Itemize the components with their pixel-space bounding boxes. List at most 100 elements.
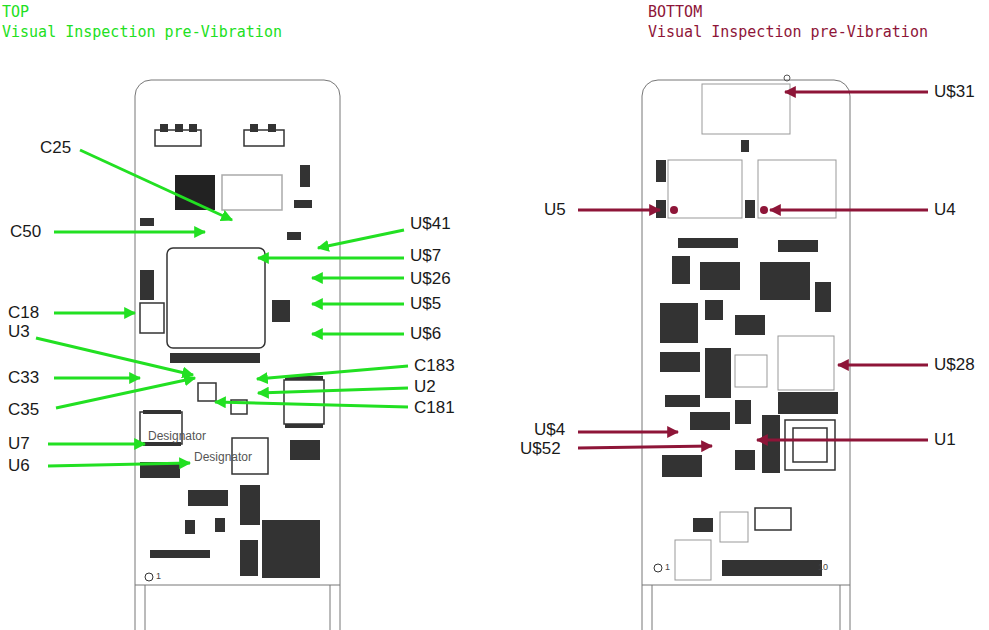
callout-label: U$4 [534,421,565,440]
heading: BOTTOM [648,4,702,21]
callout-label: U1 [934,431,956,450]
component [778,336,834,390]
leader-line [312,303,404,306]
leader-line [48,443,145,446]
pad [741,140,749,152]
callout-label: C25 [40,139,71,158]
leader-line [578,209,660,212]
board-outline [135,80,340,630]
pad [188,490,228,506]
board-edge [135,585,340,630]
marker-dot [670,206,678,214]
pad [762,415,780,473]
callout-label: U$5 [410,295,441,314]
pad [189,124,197,132]
pad [268,124,276,132]
pad [662,455,702,477]
component [140,303,164,333]
component [222,175,282,210]
pin-number: 1 [156,572,161,582]
pad [700,262,740,290]
pad [705,300,723,320]
callout-label: U$7 [410,247,441,266]
inductor [793,428,827,462]
pad [660,352,700,372]
pad [250,124,258,132]
pad [215,518,225,532]
callout-label: C33 [8,369,39,388]
inductor [785,420,835,470]
pad [240,485,260,525]
leader-line [578,446,712,448]
leader-line [770,209,928,212]
callout-label: U4 [934,201,956,220]
designator-text: Designator [194,451,252,464]
leader-line [54,312,135,315]
callout-label: C181 [414,399,455,418]
pad [170,353,260,363]
pad [735,450,755,470]
leader-line [785,91,928,94]
pad [745,200,755,218]
leader-line [80,150,232,220]
heading: TOP [2,4,29,21]
pad [160,124,168,132]
callout-label: U2 [414,378,436,397]
pad [287,232,301,240]
pad [690,412,730,430]
pad [760,262,810,300]
connector [755,508,791,530]
callout-label: U$26 [410,270,451,289]
callout-label: U7 [8,435,30,454]
component [720,512,748,542]
pad [140,270,154,300]
leader-line [578,431,678,434]
leader-line [54,231,205,234]
component [198,383,216,401]
ic-package [167,248,265,348]
ic-package [175,175,215,210]
pad [665,395,700,407]
component [702,84,790,134]
leader-line [318,230,404,248]
pad [185,520,195,534]
pad [678,238,738,248]
callout-label: C35 [8,401,39,420]
board-edge [642,585,850,630]
callout-label: C50 [10,223,41,242]
component [155,130,201,146]
callout-label: C18 [8,304,39,323]
pad [140,218,154,226]
callout-label: U$41 [410,215,451,234]
pad [285,424,323,428]
pad [150,550,210,558]
mount-hole [784,75,790,81]
leader-line [838,364,928,367]
pad [815,282,831,312]
leader-line [757,439,928,442]
leader-line [312,277,404,280]
marker-dot [760,206,768,214]
pad [778,240,818,252]
pad [272,300,290,322]
pad [672,256,690,284]
pin-number: 1 [665,563,670,573]
leader-line [54,377,140,380]
callout-label: U5 [544,201,566,220]
leader-line [36,338,193,375]
component [735,355,767,387]
callout-label: U$6 [410,325,441,344]
leader-line [48,463,190,466]
pin-one-mark [145,573,153,581]
pad [705,348,731,398]
pin-number: 10 [818,563,828,573]
callout-label: U$28 [934,356,975,375]
ic-package [284,380,324,424]
component [668,160,742,218]
pad [290,440,320,460]
leader-line [215,402,408,407]
pad [240,540,258,576]
pad [143,410,181,414]
